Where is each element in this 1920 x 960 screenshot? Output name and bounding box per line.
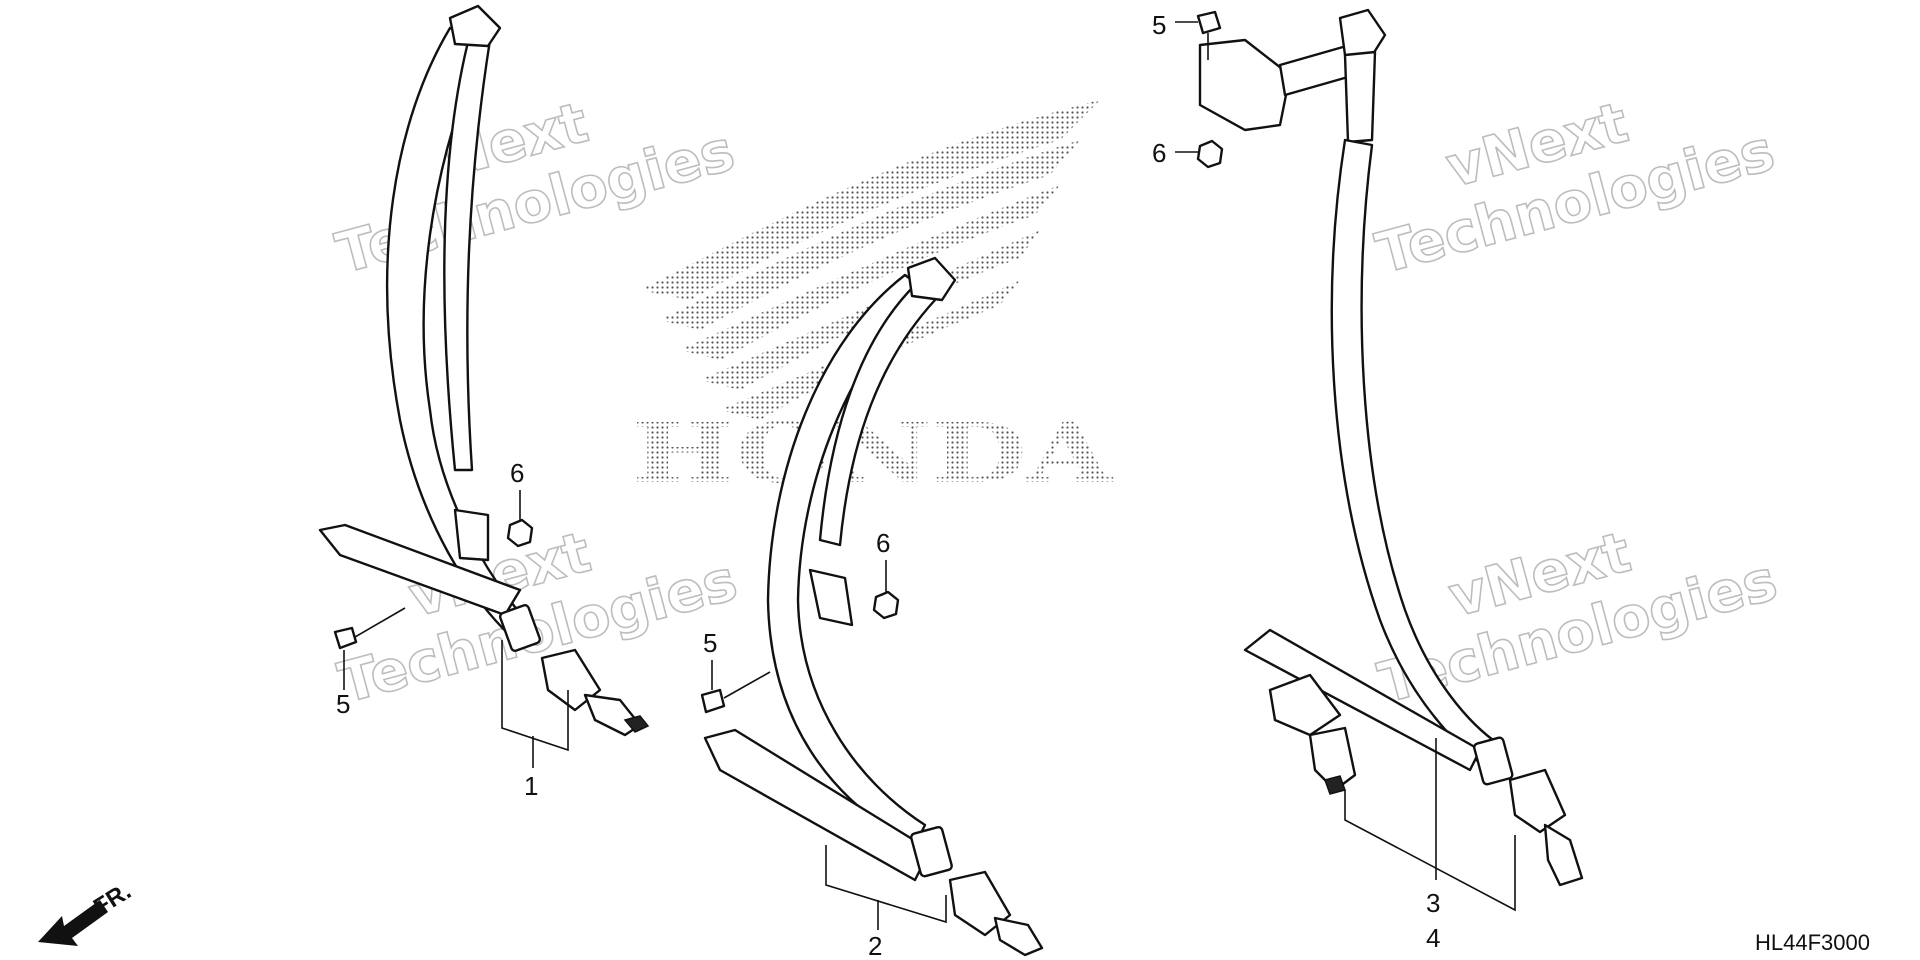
- upper-anchor-center: [906, 256, 957, 302]
- upper-anchor-left: [448, 4, 502, 48]
- retractor-left: [318, 523, 522, 617]
- callout-bolt-left: 5: [336, 689, 350, 719]
- left-seat-belt-assembly: [318, 4, 650, 737]
- belt-tongue-left: [498, 604, 542, 652]
- callout-right-assembly-a: 3: [1426, 888, 1440, 918]
- callout-center-assembly: 2: [868, 931, 882, 960]
- upper-bracket-right: [1198, 38, 1292, 132]
- watermark-top-left: vNext Technologies: [329, 89, 742, 287]
- nut-left: [506, 490, 534, 548]
- bolt-center: [700, 660, 771, 714]
- callout-bolt-center: 5: [703, 628, 717, 658]
- buckle-right: [1508, 768, 1567, 834]
- belt-tongue-center: [910, 825, 953, 878]
- leader-assembly-2: [825, 845, 947, 924]
- bolt-left: [333, 607, 406, 650]
- nut-center: [872, 560, 900, 620]
- belt-tongue-right: [1473, 736, 1514, 786]
- leader-assembly-3-4: [1344, 790, 1516, 912]
- callout-right-assembly-b: 4: [1426, 923, 1440, 953]
- diagram-code: HL44F3000: [1755, 930, 1870, 955]
- nut-top: [1175, 139, 1224, 169]
- leader-assembly-1: [501, 640, 569, 752]
- retractor-right: [1268, 673, 1342, 737]
- front-direction-arrow: FR.: [38, 878, 136, 946]
- callout-nut-center: 6: [876, 528, 890, 558]
- honda-logo-text: HONDA: [632, 406, 1114, 502]
- right-seat-belt-assembly: [1198, 8, 1584, 887]
- upper-anchor-right: [1338, 8, 1387, 64]
- watermark-bottom-left: vNext Technologies: [332, 519, 745, 717]
- callout-bolt-top: 5: [1152, 10, 1166, 40]
- bolt-top: [1175, 10, 1222, 60]
- callout-nut-top: 6: [1152, 138, 1166, 168]
- callout-left-assembly: 1: [524, 771, 538, 801]
- callout-nut-left: 6: [510, 458, 524, 488]
- watermark-top-right: vNext Technologies: [1369, 89, 1782, 287]
- center-seat-belt-assembly: [703, 256, 1044, 957]
